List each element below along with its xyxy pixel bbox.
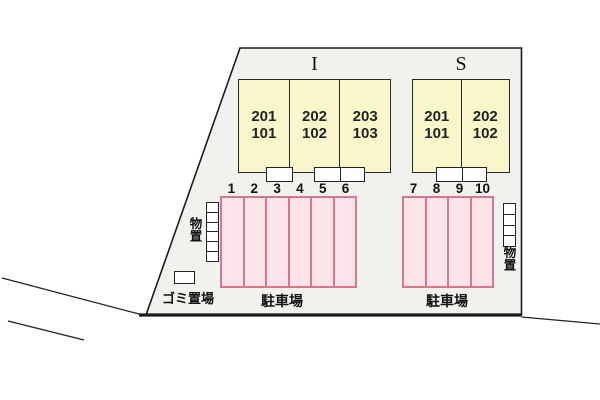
unit-upper-number: 201 — [424, 108, 450, 126]
road-line-lower-left — [7, 320, 85, 341]
parking-numbers-right: 7 8 9 10 — [402, 181, 494, 196]
parking-space-number: 5 — [318, 181, 327, 196]
parking-space-number: 8 — [432, 181, 441, 196]
building-S-unit-1: 201 101 — [413, 80, 461, 172]
porch-box — [314, 167, 341, 182]
unit-upper-number: 201 — [251, 108, 277, 126]
garbage-area-label: ゴミ置場 — [161, 291, 214, 306]
storage-label-right: 物置 — [501, 246, 516, 271]
parking-space-number: 10 — [474, 181, 491, 196]
porch-box — [461, 167, 487, 182]
parking-stall — [447, 198, 470, 286]
parking-space-number: 9 — [455, 181, 464, 196]
parking-stall — [332, 198, 356, 286]
parking-space-number: 7 — [409, 181, 418, 196]
unit-lower-number: 101 — [424, 125, 450, 142]
building-I-unit-2: 202 102 — [288, 80, 340, 172]
road-line-right — [521, 316, 600, 325]
parking-lot-left — [220, 196, 357, 288]
parking-stall — [265, 198, 288, 286]
parking-space-number: 6 — [341, 181, 350, 196]
parking-stall — [404, 198, 425, 286]
parking-stall — [424, 198, 448, 286]
parking-numbers-left: 1 2 3 4 5 6 — [220, 181, 357, 196]
unit-label: 202 102 — [472, 108, 498, 143]
building-I-unit-3: 203 103 — [339, 80, 390, 172]
parking-label-right: 駐車場 — [426, 293, 468, 309]
parking-stall — [287, 198, 311, 286]
building-I-unit-1: 201 101 — [239, 80, 289, 172]
unit-upper-number: 202 — [472, 108, 498, 126]
parking-stall — [242, 198, 266, 286]
porch-box — [339, 167, 365, 182]
storage-label-left: 物置 — [187, 217, 202, 242]
parking-space-number: 3 — [273, 181, 281, 196]
porch-box — [266, 167, 293, 182]
parking-lot-right — [402, 196, 494, 288]
parking-space-number: 1 — [227, 181, 236, 196]
building-I: 201 101 202 102 203 103 — [238, 79, 391, 173]
building-name-I: I — [311, 53, 318, 75]
storage-box — [503, 235, 516, 248]
parking-space-number: 4 — [296, 181, 304, 196]
unit-label: 201 101 — [251, 108, 277, 143]
unit-label: 203 103 — [352, 108, 378, 143]
unit-upper-number: 202 — [301, 108, 328, 126]
parking-stall — [310, 198, 333, 286]
storage-box — [206, 251, 219, 263]
unit-lower-number: 102 — [472, 125, 498, 142]
unit-upper-number: 203 — [352, 108, 378, 126]
building-name-S: S — [455, 53, 467, 75]
storage-units-left — [206, 202, 219, 263]
unit-label: 201 101 — [424, 108, 450, 143]
unit-lower-number: 101 — [251, 125, 277, 142]
unit-lower-number: 103 — [352, 125, 378, 142]
parking-stall — [469, 198, 493, 286]
unit-lower-number: 102 — [301, 125, 328, 142]
garbage-area-box — [174, 271, 195, 284]
building-S: 201 101 202 102 — [412, 79, 510, 173]
porch-box — [436, 167, 463, 182]
storage-units-right — [503, 203, 516, 248]
parking-label-left: 駐車場 — [261, 293, 303, 309]
road-line-upper-left — [1, 277, 142, 316]
unit-label: 202 102 — [301, 108, 328, 143]
parking-stall — [222, 198, 243, 286]
building-S-unit-2: 202 102 — [460, 80, 510, 172]
parking-space-number: 2 — [250, 181, 258, 196]
